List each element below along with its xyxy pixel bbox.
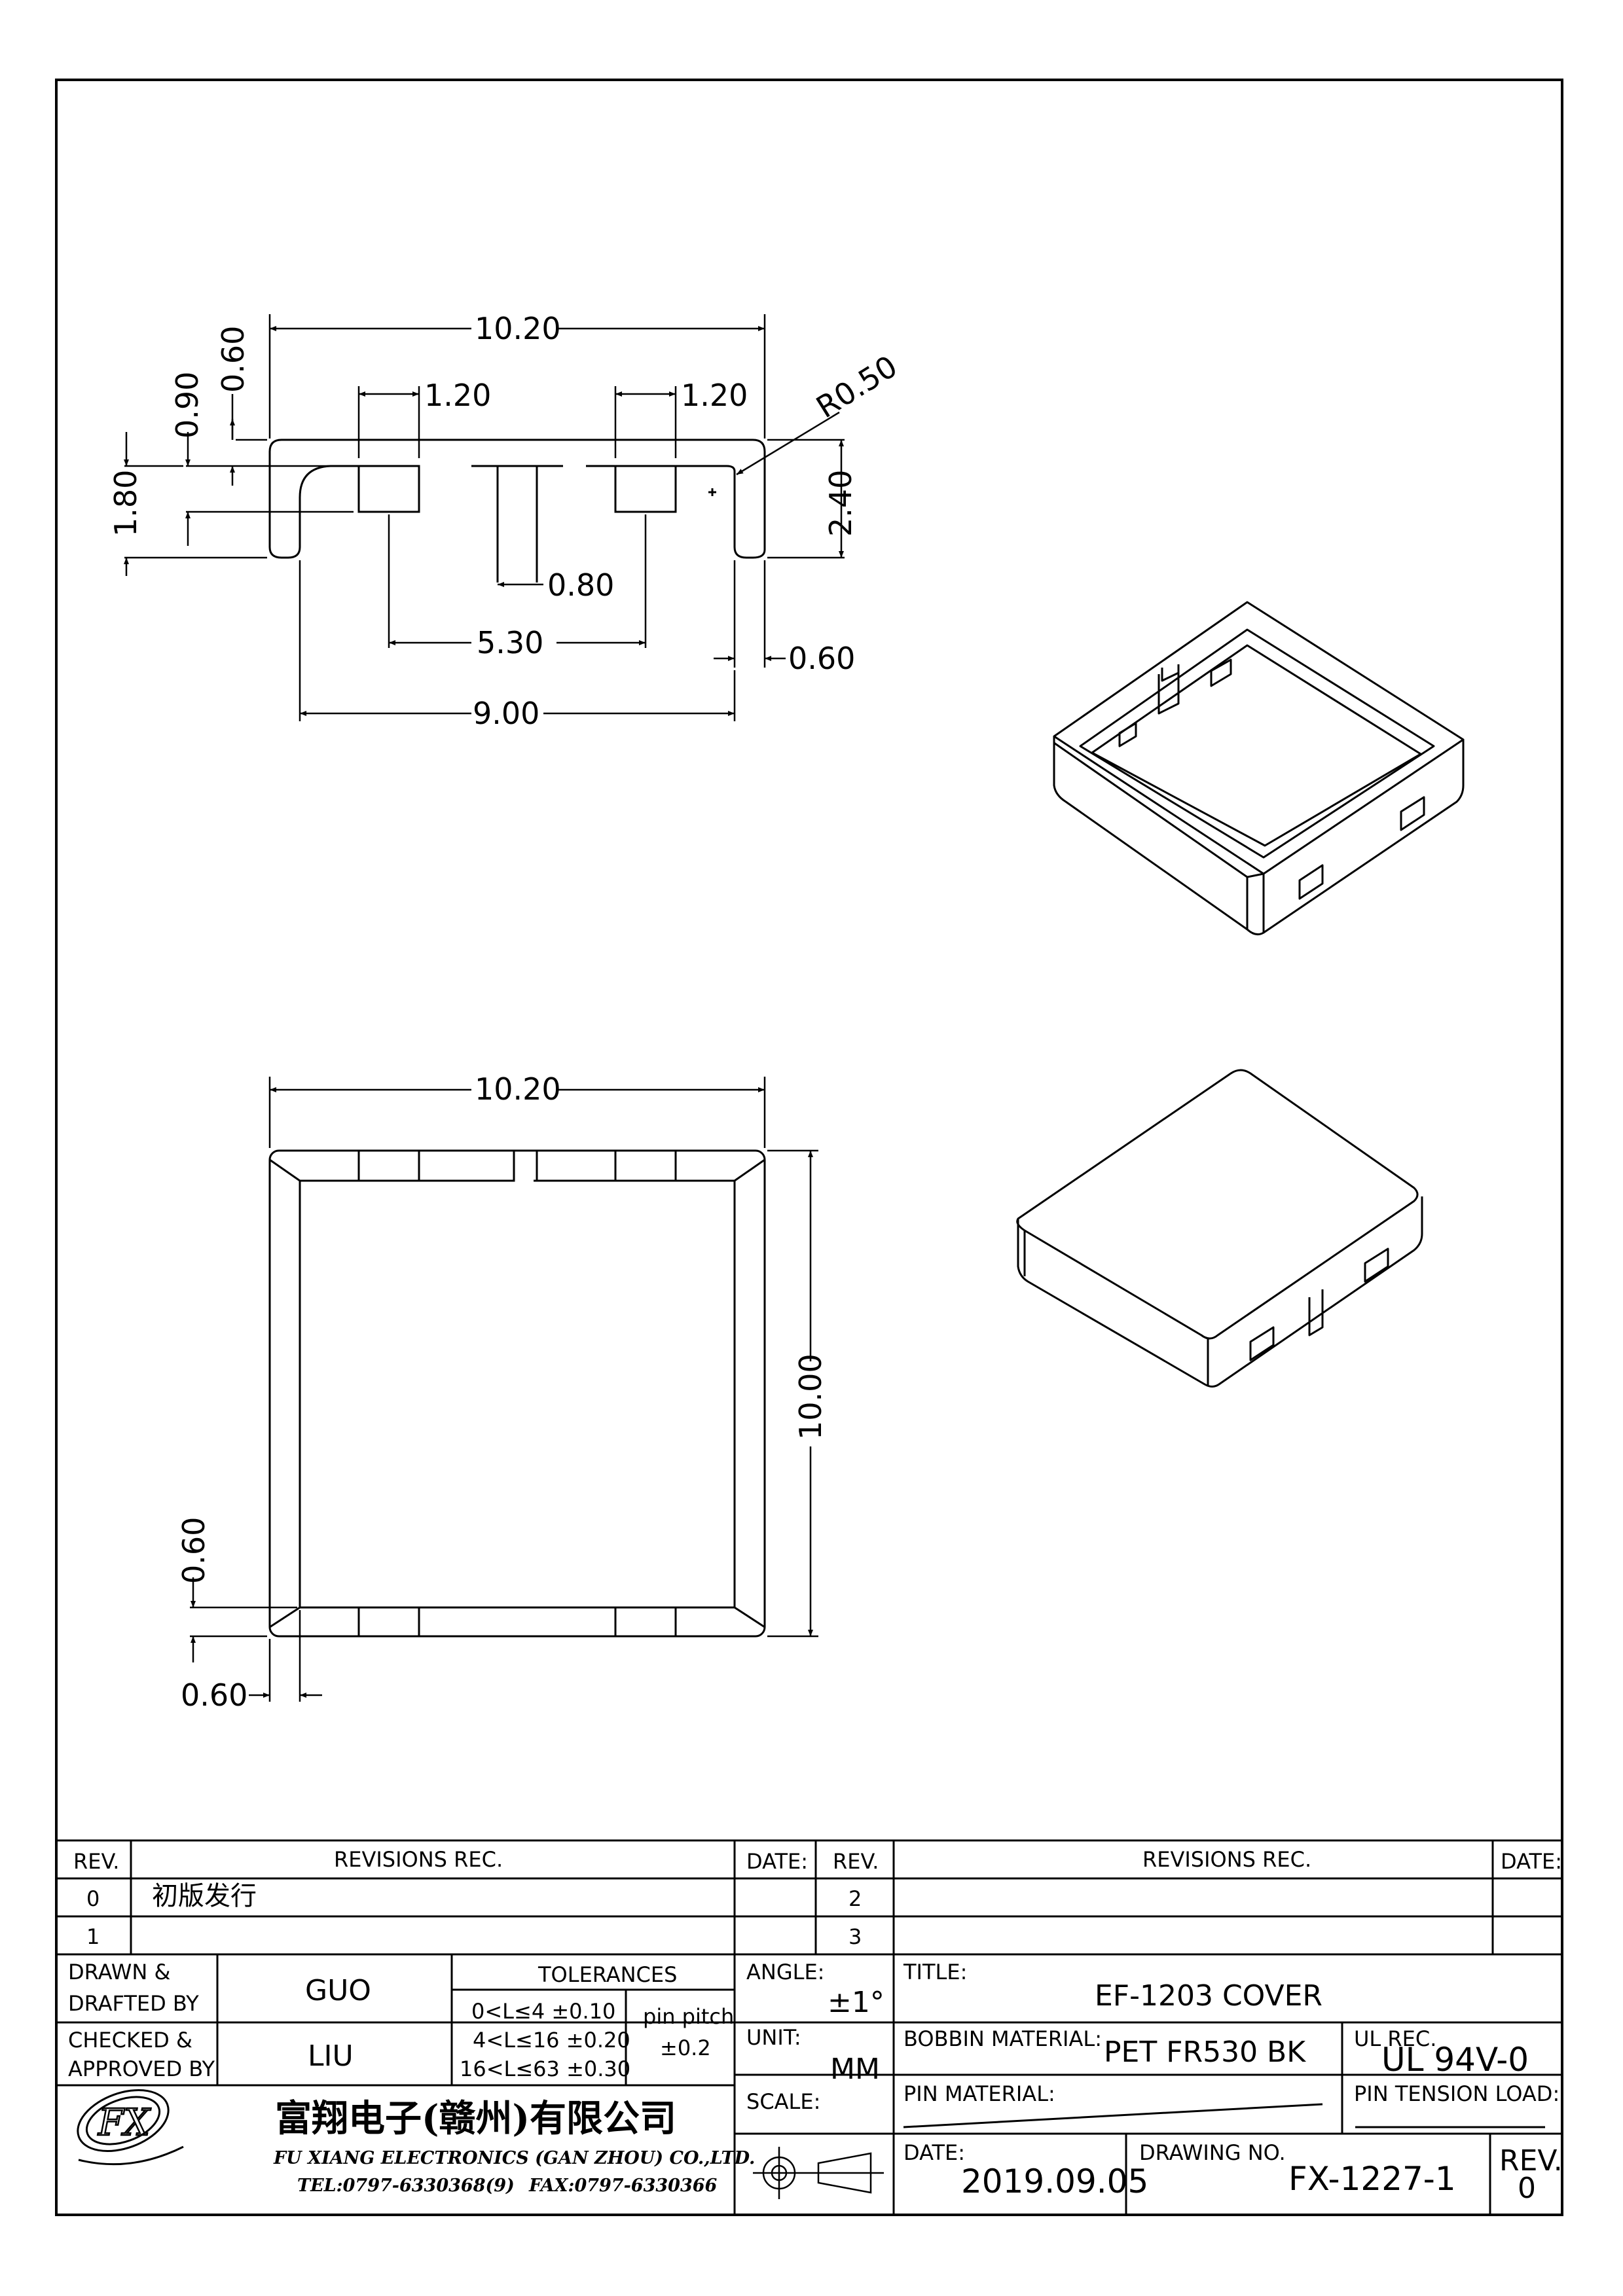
projection-symbol-icon — [753, 2147, 884, 2199]
rev-value: 0 — [1518, 2172, 1536, 2205]
drawing-no-value: FX-1227-1 — [1288, 2160, 1456, 2198]
dim-top-090: 0.90 — [170, 372, 205, 439]
iso-view-open — [1053, 601, 1465, 936]
dim-top-900: 9.00 — [473, 696, 539, 731]
company-name-cn: 富翔电子(赣州)有限公司 — [275, 2097, 676, 2140]
rev-0: 0 — [86, 1886, 100, 1911]
dim-plan-wall-v: 0.60 — [176, 1517, 211, 1584]
plan-view-dimensions — [190, 1077, 818, 1702]
top-view-dim-text: 10.20 1.20 1.20 R0.50 0.60 0.90 1.80 2.4… — [108, 311, 903, 731]
rev-1: 1 — [86, 1924, 100, 1949]
company-tel: TEL:0797-6330368(9) — [297, 2176, 515, 2196]
dim-plan-wall-h: 0.60 — [181, 1677, 247, 1713]
company-fax: FAX:0797-6330366 — [528, 2176, 718, 2196]
ul-rec-value: UL 94V-0 — [1381, 2041, 1529, 2079]
pin-pitch-value: ±0.2 — [660, 2036, 711, 2060]
rev-label: REV. — [1499, 2144, 1563, 2178]
top-view — [268, 439, 766, 583]
company-logo: FX — [77, 2089, 184, 2166]
dim-top-060-right: 0.60 — [788, 641, 855, 676]
tol-2: 4<L≤16 ±0.20 — [473, 2028, 630, 2053]
iso-view-closed — [1016, 1069, 1423, 1388]
bobbin-material-value: PET FR530 BK — [1104, 2036, 1306, 2069]
dim-top-slot-left: 1.20 — [424, 378, 491, 413]
tol-3: 16<L≤63 ±0.30 — [460, 2056, 630, 2081]
date-label: DATE: — [903, 2140, 965, 2165]
date-value: 2019.09.05 — [961, 2162, 1148, 2200]
tol-1: 0<L≤4 ±0.10 — [471, 1999, 615, 2024]
ul-rec-label: UL REC. — [1354, 2026, 1436, 2051]
pin-pitch-label: pin pitch — [643, 2004, 734, 2029]
checked-by: LIU — [308, 2039, 354, 2073]
rev-3: 3 — [848, 1924, 862, 1949]
drawing-no-label: DRAWING NO. — [1139, 2140, 1286, 2165]
logo-text: FX — [98, 2102, 151, 2144]
drawn-label-1: DRAWN & — [68, 1960, 170, 1984]
dim-top-240: 2.40 — [823, 470, 858, 537]
dim-top-080: 0.80 — [547, 567, 614, 603]
pin-material-label: PIN MATERIAL: — [903, 2081, 1055, 2106]
angle-label: ANGLE: — [746, 1960, 824, 1984]
dim-top-width: 10.20 — [475, 311, 561, 346]
dim-plan-width: 10.20 — [475, 1071, 561, 1107]
rev-0-text: 初版发行 — [152, 1881, 257, 1911]
hdr-rev-2: REV. — [833, 1849, 879, 1874]
plan-view — [268, 1149, 766, 1638]
scale-label: SCALE: — [746, 2089, 820, 2114]
hdr-date: DATE: — [746, 1849, 808, 1874]
top-view-dimensions — [124, 314, 845, 721]
hdr-rev: REV. — [73, 1849, 119, 1874]
unit-value: MM — [830, 2053, 880, 2086]
title-block — [56, 1839, 1562, 2215]
sheet-border — [55, 79, 1563, 2216]
dim-top-060: 0.60 — [215, 326, 251, 393]
drawn-label-2: DRAFTED BY — [68, 1991, 199, 2016]
checked-label-1: CHECKED & — [68, 2028, 192, 2053]
hdr-revisions-rec-2: REVISIONS REC. — [1142, 1847, 1311, 1872]
hdr-date-2: DATE: — [1501, 1849, 1562, 1874]
drawn-by: GUO — [305, 1974, 371, 2007]
dim-top-180: 1.80 — [108, 470, 143, 537]
angle-value: ±1° — [828, 1986, 884, 2019]
pin-tension-label: PIN TENSION LOAD: — [1354, 2081, 1559, 2106]
dim-top-radius: R0.50 — [810, 348, 903, 425]
tolerances-label: TOLERANCES — [538, 1962, 677, 1987]
title-block-text: REV. REVISIONS REC. DATE: REV. REVISIONS… — [68, 1847, 1563, 2205]
dim-top-530: 5.30 — [477, 625, 543, 660]
unit-label: UNIT: — [746, 2025, 801, 2050]
dim-plan-depth: 10.00 — [793, 1354, 828, 1440]
checked-label-2: APPROVED BY — [68, 2056, 215, 2081]
title-label: TITLE: — [903, 1960, 967, 1984]
title-value: EF-1203 COVER — [1095, 1979, 1322, 2013]
company-name-en: FU XIANG ELECTRONICS (GAN ZHOU) CO.,LTD. — [273, 2148, 755, 2168]
rev-2: 2 — [848, 1886, 862, 1911]
plan-view-dim-text: 10.20 10.00 0.60 0.60 — [176, 1071, 828, 1713]
dim-top-slot-right: 1.20 — [681, 378, 748, 413]
hdr-revisions-rec: REVISIONS REC. — [334, 1847, 503, 1872]
bobbin-material-label: BOBBIN MATERIAL: — [903, 2026, 1102, 2051]
